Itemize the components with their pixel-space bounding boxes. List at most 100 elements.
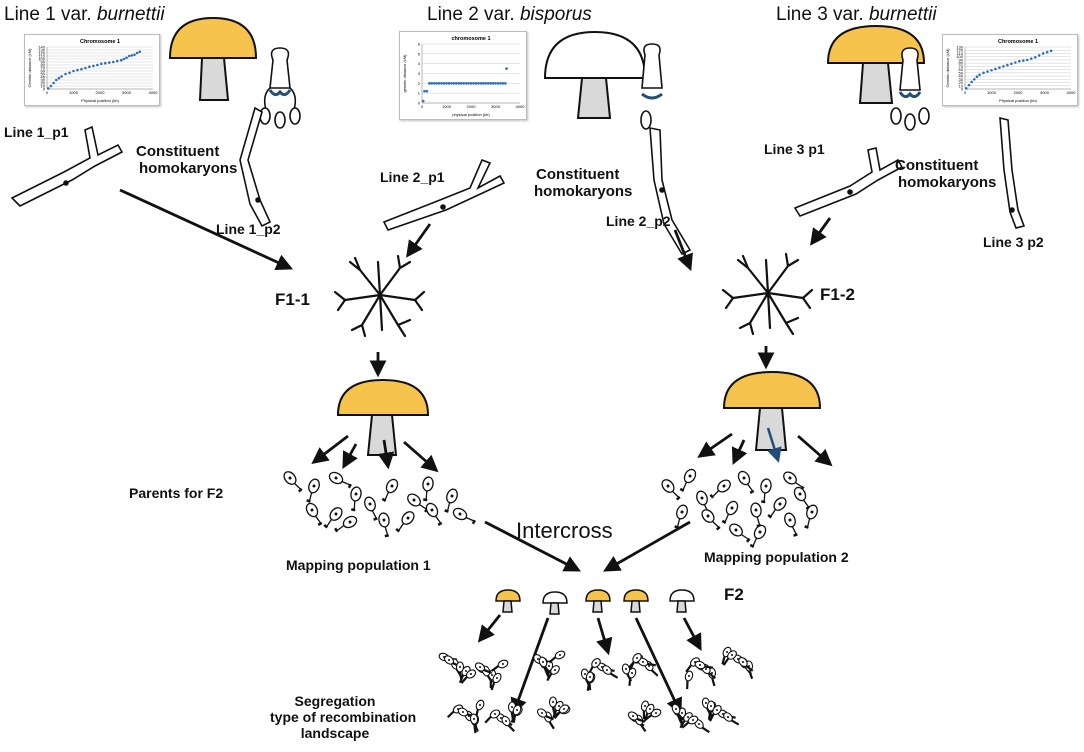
- y-tick-label: 20: [959, 80, 964, 85]
- data-point: [484, 82, 487, 85]
- data-point: [459, 82, 463, 85]
- label-constituent-right-1: Constituent: [895, 157, 979, 174]
- spore: [302, 476, 323, 504]
- line1-variety: burnettii: [96, 4, 165, 25]
- spore: [800, 502, 821, 530]
- data-point: [100, 62, 103, 66]
- data-point: [965, 87, 968, 90]
- label-line2-p1: Line 2_p1: [380, 169, 445, 185]
- hypha-line1-p2: [239, 106, 272, 228]
- data-point: [130, 54, 134, 57]
- mushroom-f1-2: [722, 370, 822, 451]
- data-point: [486, 82, 490, 85]
- data-point: [49, 84, 53, 88]
- spore: [419, 474, 436, 502]
- data-point: [107, 61, 111, 64]
- hypha-line3-p1: [793, 147, 904, 217]
- spore: [726, 520, 753, 546]
- data-point: [421, 99, 425, 103]
- spore: [718, 498, 742, 526]
- label-parents-f2: Parents for F2: [129, 485, 224, 501]
- label-constituent-right-2: homokaryons: [898, 174, 997, 191]
- x-tick-label: 2000: [1014, 90, 1024, 95]
- f2-mushrooms: [495, 589, 695, 615]
- data-point: [1037, 54, 1041, 57]
- data-point: [88, 65, 91, 69]
- x-tick-label: 3000: [122, 90, 132, 95]
- hypha-line3-p2: [999, 116, 1026, 229]
- y-tick-label: 40: [959, 74, 964, 79]
- data-point: [442, 82, 446, 85]
- data-point: [430, 82, 434, 85]
- data-point: [479, 82, 483, 85]
- basidium-line1: [259, 47, 301, 129]
- label-segregation: Segregation type of recombination landsc…: [270, 693, 417, 741]
- label-segregation-1: Segregation: [294, 693, 376, 709]
- x-axis-label: Physical position (kb): [81, 98, 119, 103]
- y-axis-label: Genetic distance (cM): [27, 48, 32, 88]
- y-tick-label: 140: [38, 45, 45, 50]
- y-tick-label: 20: [41, 81, 46, 86]
- line3-title-prefix: Line 3 var.: [776, 4, 869, 25]
- mycelium-f1-2: [721, 252, 814, 336]
- label-line1-p1: Line 1_p1: [4, 124, 69, 140]
- basidium-line2: [640, 43, 663, 130]
- data-point: [1018, 59, 1021, 63]
- data-point: [1014, 61, 1017, 64]
- y-tick-label: 80: [41, 63, 46, 68]
- x-tick-label: 2000: [467, 104, 477, 109]
- mushroom-line3: [826, 24, 926, 104]
- spore: [781, 510, 802, 538]
- data-point: [467, 82, 470, 85]
- data-point: [52, 81, 55, 85]
- y-tick-label: 40: [41, 75, 46, 80]
- data-point: [455, 82, 458, 85]
- data-point: [970, 80, 973, 84]
- data-point: [450, 82, 453, 85]
- x-tick-label: 1000: [442, 104, 452, 109]
- y-tick-label: 30: [41, 78, 46, 83]
- spore: [302, 500, 326, 528]
- data-point: [1041, 52, 1045, 55]
- y-tick-label: 4: [418, 61, 421, 66]
- data-point: [469, 82, 473, 85]
- x-tick-label: 2000: [96, 90, 106, 95]
- data-point: [96, 63, 99, 67]
- y-tick-label: 120: [38, 51, 45, 56]
- y-tick-label: 90: [41, 60, 46, 65]
- line2-title-prefix: Line 2 var.: [427, 4, 520, 25]
- data-point: [1029, 57, 1033, 60]
- label-line2-p2: Line 2_p2: [606, 213, 671, 229]
- spore: [280, 468, 306, 495]
- data-point: [967, 83, 971, 87]
- data-point: [72, 69, 75, 73]
- spore-cluster-f2: [437, 644, 756, 737]
- hypha-line1-p1: [10, 125, 124, 207]
- data-point: [489, 82, 492, 85]
- mushroom-line1: [168, 16, 258, 101]
- line1-title-prefix: Line 1 var.: [4, 4, 97, 25]
- hypha-line2-p1: [382, 158, 506, 231]
- x-tick-label: 0: [46, 90, 49, 95]
- data-point: [491, 82, 495, 85]
- data-point: [432, 82, 436, 85]
- data-point: [115, 59, 119, 63]
- y-tick-label: 50: [959, 70, 964, 75]
- x-tick-label: 1000: [987, 90, 997, 95]
- data-point: [1010, 62, 1013, 66]
- y-tick-label: 100: [956, 54, 963, 59]
- y-tick-label: 120: [956, 48, 963, 53]
- data-point: [135, 51, 139, 55]
- x-tick-label: 0: [421, 104, 424, 109]
- data-point: [994, 67, 997, 71]
- data-point: [481, 82, 485, 85]
- label-segregation-2: type of recombination: [270, 709, 417, 725]
- spore: [707, 476, 734, 502]
- x-tick-label: 0: [964, 90, 967, 95]
- spore: [757, 476, 774, 504]
